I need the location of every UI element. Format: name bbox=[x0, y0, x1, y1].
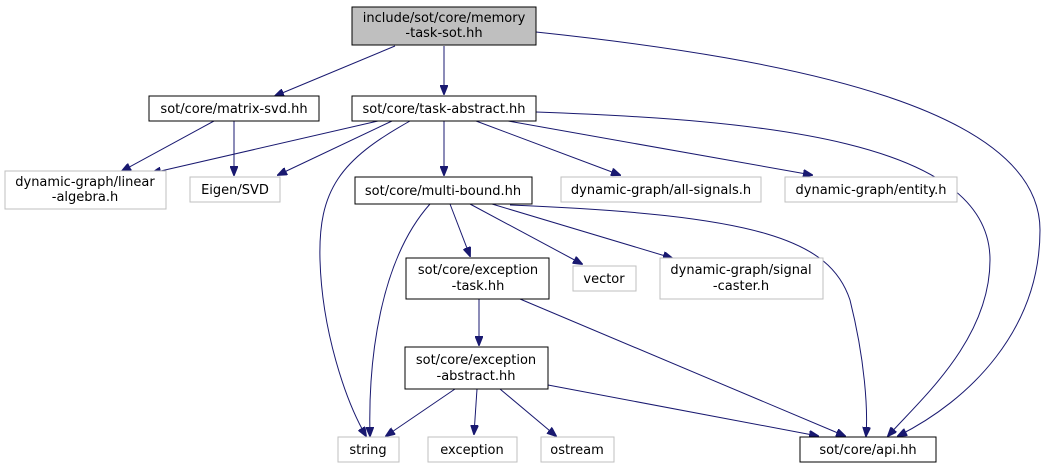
edge-task-abstract-to-entity bbox=[507, 120, 812, 175]
node-all-signals[interactable]: dynamic-graph/all-signals.h bbox=[560, 176, 762, 203]
edge-root-to-matrix-svd bbox=[275, 45, 396, 96]
edge-root-to-api bbox=[535, 31, 1041, 436]
edge-exception-abstract-to-string bbox=[386, 388, 456, 436]
node-label-line: sot/core/exception bbox=[416, 353, 536, 368]
node-label-line: -task.hh bbox=[452, 279, 505, 294]
edge-exception-abstract-to-ostream bbox=[499, 388, 556, 436]
node-label-line: dynamic-graph/linear bbox=[15, 175, 155, 190]
node-label-line: dynamic-graph/signal bbox=[670, 263, 811, 278]
node-label-line: string bbox=[349, 443, 386, 458]
node-label-line: sot/core/matrix-svd.hh bbox=[160, 102, 307, 117]
node-label-line: -algebra.h bbox=[52, 190, 118, 205]
node-label-line: sot/core/exception bbox=[418, 263, 538, 278]
node-linear-algebra[interactable]: dynamic-graph/linear -algebra.h bbox=[4, 170, 167, 210]
node-eigen-svd[interactable]: Eigen/SVD bbox=[189, 176, 281, 203]
node-exception[interactable]: exception bbox=[427, 436, 518, 463]
edge-multi-bound-to-api bbox=[509, 204, 867, 436]
node-memory-task-sot[interactable]: include/sot/core/memory -task-sot.hh bbox=[351, 6, 537, 46]
node-multi-bound[interactable]: sot/core/multi-bound.hh bbox=[354, 176, 533, 205]
edge-matrix-svd-to-linear-algebra bbox=[122, 120, 215, 171]
node-label-line: vector bbox=[583, 272, 625, 287]
node-label-line: Eigen/SVD bbox=[201, 183, 269, 198]
edge-multi-bound-to-signal-caster bbox=[491, 203, 672, 258]
node-label-line: include/sot/core/memory bbox=[363, 11, 526, 26]
nodes: include/sot/core/memory -task-sot.hh sot… bbox=[4, 6, 958, 463]
node-signal-caster[interactable]: dynamic-graph/signal -caster.h bbox=[659, 257, 824, 300]
node-task-abstract[interactable]: sot/core/task-abstract.hh bbox=[351, 95, 537, 122]
edge-multi-bound-to-exception-task bbox=[449, 203, 470, 256]
node-vector[interactable]: vector bbox=[572, 265, 637, 292]
edge-task-abstract-to-linear-algebra bbox=[152, 120, 379, 173]
node-label-line: -caster.h bbox=[713, 279, 769, 294]
node-label-line: sot/core/api.hh bbox=[819, 443, 916, 458]
node-label-line: -task-sot.hh bbox=[405, 26, 482, 41]
edge-exception-abstract-to-exception bbox=[474, 388, 477, 434]
edge-exception-abstract-to-api bbox=[547, 384, 818, 436]
node-exception-task[interactable]: sot/core/exception -task.hh bbox=[405, 257, 550, 300]
node-label-line: -abstract.hh bbox=[437, 369, 516, 384]
edge-task-abstract-to-api bbox=[535, 111, 991, 436]
edge-multi-bound-to-string bbox=[370, 203, 431, 436]
node-label-line: exception bbox=[440, 443, 504, 458]
node-label-line: ostream bbox=[550, 443, 604, 458]
edges bbox=[122, 31, 1041, 436]
node-api[interactable]: sot/core/api.hh bbox=[799, 436, 937, 463]
node-matrix-svd[interactable]: sot/core/matrix-svd.hh bbox=[148, 95, 320, 122]
edge-task-abstract-to-string bbox=[319, 120, 411, 436]
node-label-line: dynamic-graph/all-signals.h bbox=[571, 183, 751, 198]
node-ostream[interactable]: ostream bbox=[540, 436, 615, 463]
edge-multi-bound-to-vector bbox=[469, 203, 582, 264]
edge-task-abstract-to-all-signals bbox=[475, 120, 620, 175]
edge-task-abstract-to-eigen-svd bbox=[278, 120, 393, 175]
node-label-line: sot/core/task-abstract.hh bbox=[362, 102, 525, 117]
node-label-line: dynamic-graph/entity.h bbox=[796, 183, 947, 198]
node-exception-abstract[interactable]: sot/core/exception -abstract.hh bbox=[404, 346, 549, 390]
node-label-line: sot/core/multi-bound.hh bbox=[365, 184, 521, 199]
node-string[interactable]: string bbox=[337, 436, 400, 463]
node-entity[interactable]: dynamic-graph/entity.h bbox=[784, 176, 958, 203]
edge-exception-task-to-api bbox=[519, 298, 845, 436]
